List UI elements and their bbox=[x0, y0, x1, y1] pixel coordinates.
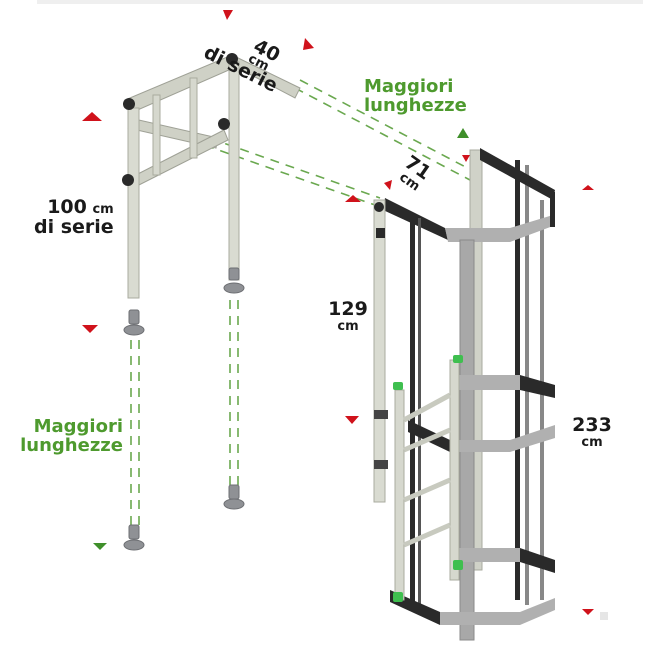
marker-extension-side bbox=[93, 543, 107, 550]
cage-height-unit: cm bbox=[581, 435, 603, 450]
top-extension-label: Maggiori lunghezze bbox=[364, 78, 467, 115]
handrail-height-value: 129 bbox=[328, 298, 368, 320]
side-extension-line1: Maggiori bbox=[33, 416, 123, 437]
rail-height-unit: cm bbox=[92, 202, 114, 217]
top-rail-frame bbox=[122, 53, 301, 551]
marker-cage-top bbox=[582, 185, 594, 190]
cage-height-value: 233 bbox=[572, 414, 612, 436]
rail-height-note: di serie bbox=[34, 216, 114, 238]
marker-cage-bottom bbox=[582, 609, 594, 615]
top-extension-line1: Maggiori bbox=[364, 76, 454, 97]
marker-depth-start bbox=[384, 180, 392, 190]
marker-handrail-bottom bbox=[345, 416, 359, 424]
handrail-height-label: 129 cm bbox=[328, 298, 368, 334]
cage-height-label: 233 cm bbox=[570, 414, 614, 450]
marker-top-width-start bbox=[223, 10, 233, 20]
side-extension-label: Maggiori lunghezze bbox=[8, 418, 123, 455]
handrail-height-unit: cm bbox=[337, 319, 359, 334]
dimension-markers bbox=[82, 10, 594, 615]
rail-height-value: 100 bbox=[47, 196, 87, 218]
marker-rail-bottom bbox=[82, 325, 98, 333]
foot-plate bbox=[123, 267, 245, 551]
marker-handrail-top bbox=[345, 195, 361, 202]
rail-height-label: 100 cm di serie bbox=[34, 198, 114, 237]
side-extension-line2: lunghezze bbox=[20, 435, 123, 456]
marker-rail-top bbox=[82, 112, 102, 121]
top-extension-line2: lunghezze bbox=[364, 95, 467, 116]
top-border bbox=[37, 0, 643, 4]
marker-top-width-end bbox=[303, 38, 314, 50]
safety-cage bbox=[373, 148, 608, 641]
marker-depth-end bbox=[462, 155, 470, 162]
marker-extension-top bbox=[457, 128, 469, 138]
extension-markers bbox=[93, 128, 469, 550]
extension-guides bbox=[130, 79, 476, 525]
